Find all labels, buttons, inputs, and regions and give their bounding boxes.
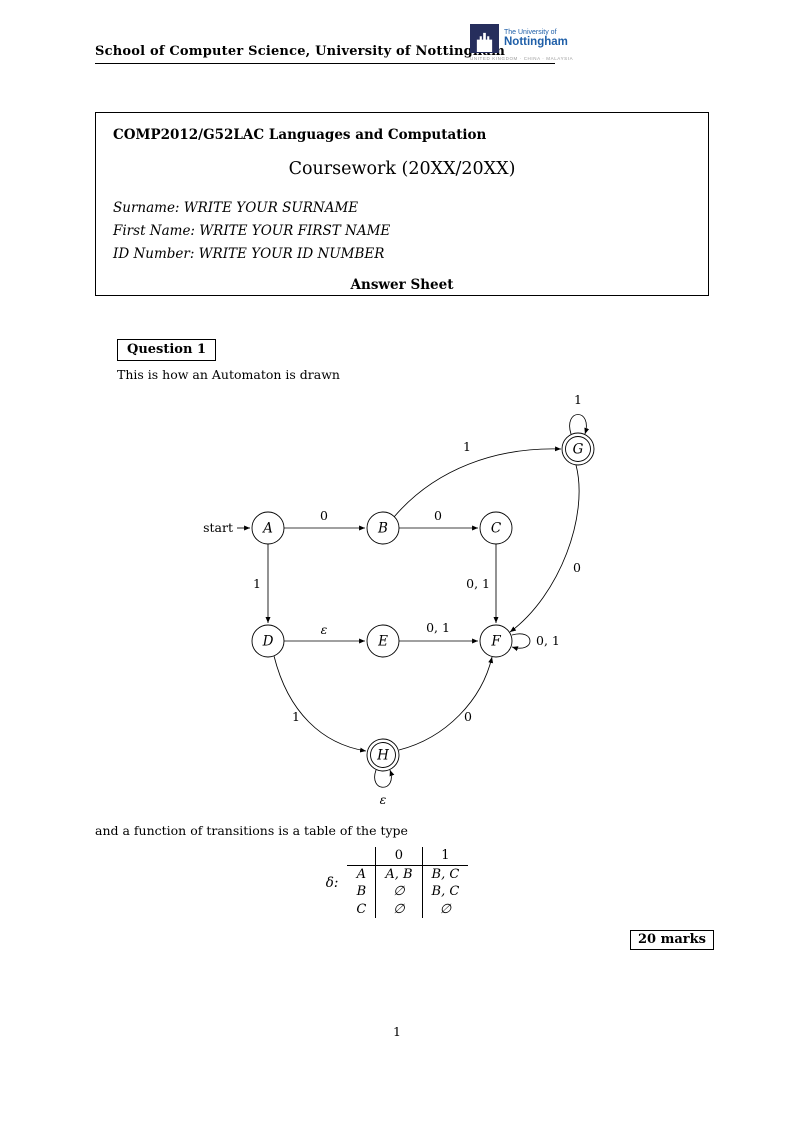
edge-label-B-G: 1 (463, 439, 471, 454)
transition-table-intro: and a function of transitions is a table… (95, 823, 408, 838)
delta-label: δ: (325, 874, 339, 891)
logo-wordmark: The University of Nottingham (504, 29, 568, 48)
edge-label-C-F: 0, 1 (466, 576, 490, 591)
page-number: 1 (393, 1024, 401, 1039)
state-B-label: B (377, 521, 388, 537)
row-B-on0: ∅ (375, 883, 423, 901)
coursework-title-box: COMP2012/G52LAC Languages and Computatio… (95, 112, 709, 296)
edge-H-F (398, 656, 494, 751)
edge-label-G-loop: 1 (574, 392, 582, 407)
state-C-label: C (491, 521, 502, 537)
edge-G-self-loop (569, 414, 590, 435)
state-F-label: F (490, 634, 501, 650)
surname-line: Surname: WRITE YOUR SURNAME (113, 200, 359, 216)
edge-label-A-B: 0 (320, 508, 328, 523)
row-A-state: A (356, 866, 367, 882)
edge-D-H (273, 655, 367, 753)
state-H-inner (370, 742, 396, 768)
edge-G-F (509, 464, 580, 633)
edge-label-H-loop: ε (380, 792, 387, 807)
edge-H-self-loop (374, 769, 395, 788)
table-row-B: B ∅ B, C (347, 883, 469, 901)
edge-label-G-F: 0 (573, 560, 581, 575)
state-G-inner (565, 436, 591, 462)
table-corner-cell (347, 847, 376, 866)
state-A (251, 511, 285, 545)
table-row-C: C ∅ ∅ (347, 900, 469, 918)
transition-function-block: δ: 0 1 A A, B B, C B ∅ B, C (0, 847, 794, 918)
answer-sheet-label: Answer Sheet (350, 277, 454, 293)
state-E (366, 624, 400, 658)
header-rule (95, 63, 555, 65)
table-header-1: 1 (421, 847, 469, 866)
logo-line-nottingham: Nottingham (504, 36, 568, 48)
table-row-A: A A, B B, C (347, 865, 469, 883)
idnumber-line: ID Number: WRITE YOUR ID NUMBER (113, 246, 385, 262)
castle-icon (470, 24, 499, 53)
row-A-on0: A, B (375, 865, 423, 883)
state-F (479, 624, 513, 658)
edge-label-F-loop: 0, 1 (536, 633, 560, 648)
state-G-label: G (573, 442, 584, 458)
edge-F-self-loop (511, 633, 531, 652)
edge-label-A-D: 1 (253, 576, 261, 591)
university-logo: The University of Nottingham (470, 24, 568, 53)
edge-label-D-E: ε (321, 622, 328, 637)
state-H-label: H (376, 748, 389, 764)
transition-table: 0 1 A A, B B, C B ∅ B, C C ∅ ∅ (347, 847, 469, 918)
state-B (366, 511, 400, 545)
row-B-on1: B, C (421, 883, 469, 901)
header-school-title: School of Computer Science, University o… (95, 44, 506, 59)
row-C-on1: ∅ (421, 900, 469, 918)
row-C-state: C (356, 901, 367, 917)
start-label: start (203, 520, 233, 535)
row-B-state: B (356, 884, 367, 899)
edge-label-D-H: 1 (292, 709, 300, 724)
question-1-heading: Question 1 (117, 339, 217, 361)
edge-label-E-F: 0, 1 (426, 620, 450, 635)
edge-label-H-F: 0 (464, 709, 472, 724)
state-D-label: D (262, 634, 274, 650)
marks-box: 20 marks (630, 930, 714, 950)
row-C-on0: ∅ (375, 900, 423, 918)
table-header-0: 0 (375, 847, 423, 866)
edge-B-G (393, 446, 562, 518)
state-E-label: E (377, 634, 388, 650)
state-C (479, 511, 513, 545)
module-title: COMP2012/G52LAC Languages and Computatio… (113, 127, 487, 143)
transition-table-header-row: 0 1 (347, 847, 469, 866)
student-details: Surname: WRITE YOUR SURNAME First Name: … (113, 197, 708, 266)
row-A-on1: B, C (421, 865, 469, 883)
edge-label-B-C: 0 (434, 508, 442, 523)
firstname-line: First Name: WRITE YOUR FIRST NAME (113, 223, 391, 239)
logo-line-university-of: The University of (504, 29, 557, 36)
state-D (251, 624, 285, 658)
state-A-label: A (261, 521, 273, 537)
logo-campuses-line: UNITED KINGDOM · CHINA · MALAYSIA (470, 56, 574, 61)
coursework-title: Coursework (20XX/20XX) (288, 159, 516, 179)
question-1-intro: This is how an Automaton is drawn (117, 367, 340, 382)
